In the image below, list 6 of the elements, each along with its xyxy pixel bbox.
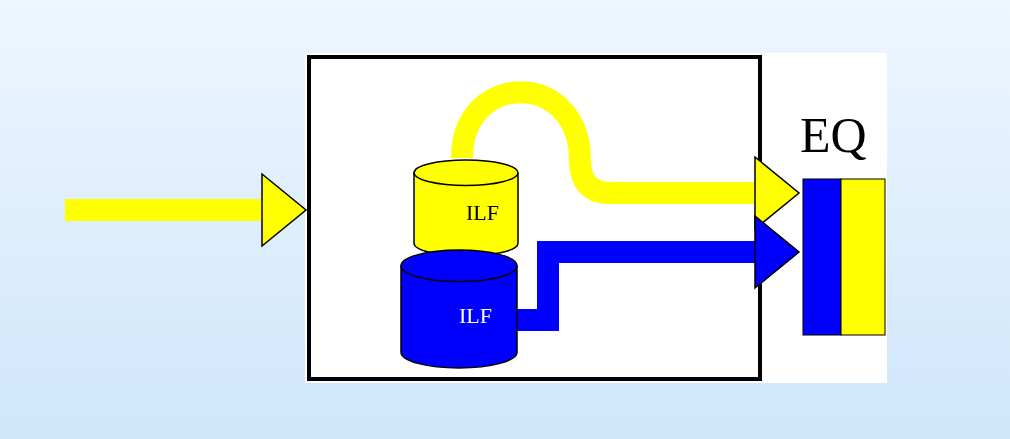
arrow: [65, 173, 307, 247]
arrow: [517, 215, 800, 331]
eq-heading: EQ: [800, 108, 867, 162]
node-label: ILF: [466, 200, 499, 226]
node-label: ILF: [459, 303, 492, 329]
boundary-box: [307, 55, 762, 381]
